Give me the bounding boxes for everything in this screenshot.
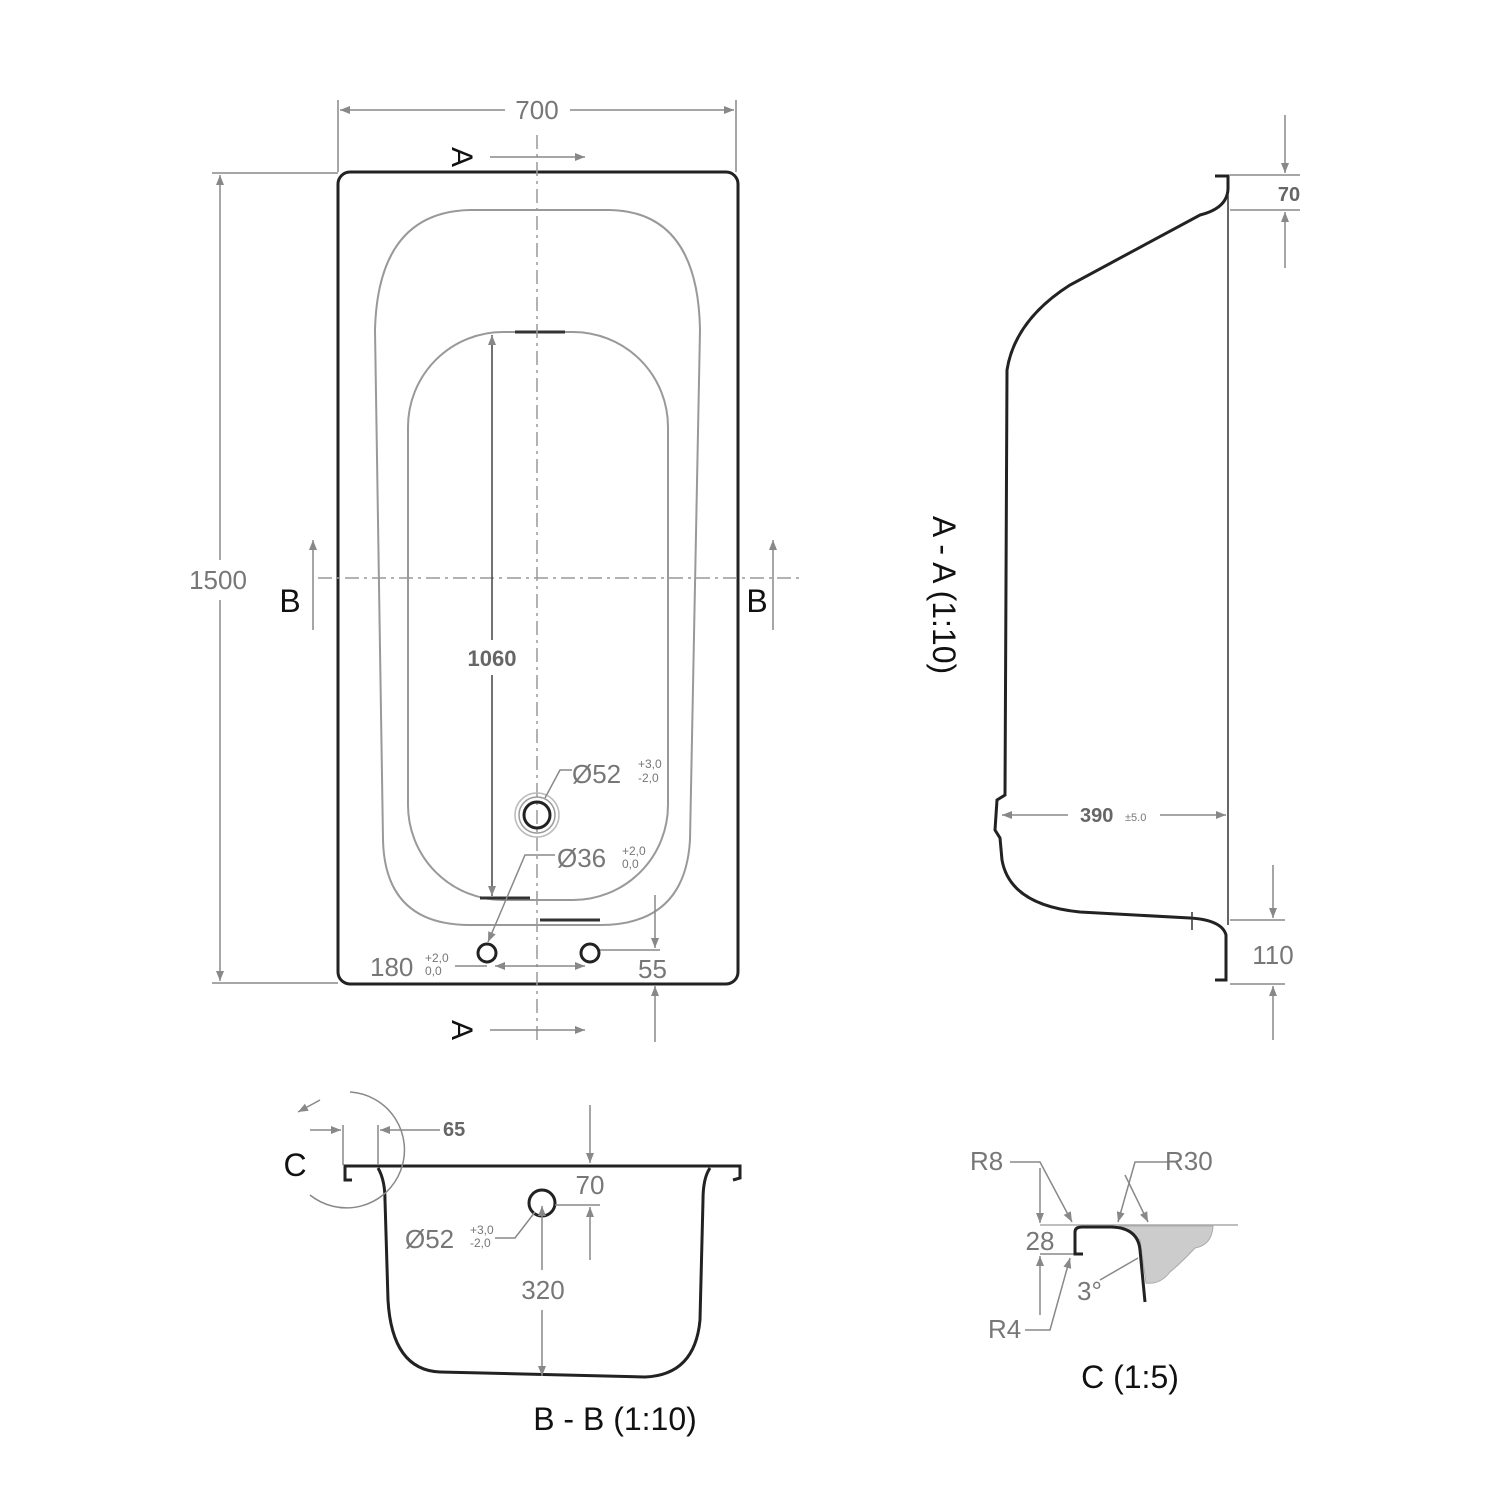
section-bb-title: B - B (1:10) (533, 1401, 697, 1437)
section-aa-title: A - A (1:10) (926, 516, 962, 674)
tap-hole-right (579, 942, 601, 964)
section-bb-profile (376, 1167, 712, 1379)
plan-view: 700 1500 A A B B 1060 Ø52 +3,0 -2,0 (189, 95, 800, 1042)
hole-spacing-tolerance-plus: +2,0 (425, 951, 449, 965)
depth-dimension: 390 (1080, 805, 1113, 827)
bb-drain-tolerance-minus: -2,0 (470, 1236, 491, 1250)
hole-tolerance-minus: 0,0 (622, 857, 639, 871)
bb-drain-tolerance-plus: +3,0 (470, 1223, 494, 1237)
hole-diameter-label: Ø36 (557, 843, 606, 873)
section-b-marker-right: B (746, 583, 767, 619)
tub-basin (407, 331, 669, 901)
rim-height-dimension: 70 (1278, 184, 1300, 206)
hole-tolerance-plus: +2,0 (622, 844, 646, 858)
detail-c-profile (1073, 1225, 1147, 1303)
bb-drain-diameter-label: Ø52 (405, 1224, 454, 1254)
drain-tolerance-minus: -2,0 (638, 771, 659, 785)
width-dimension: 700 (515, 95, 558, 125)
length-dimension: 1500 (189, 565, 247, 595)
depth-tolerance: ±5.0 (1125, 812, 1146, 824)
detail-c-callout-circle (309, 1091, 406, 1209)
rim-width-dimension: 65 (443, 1119, 465, 1141)
hole-spacing-tolerance-minus: 0,0 (425, 964, 442, 978)
section-aa: 70 390 ±5.0 110 A - A (1:10) (926, 115, 1300, 1040)
hole-spacing-label: 180 (370, 952, 413, 982)
tub-rim-inner (373, 209, 702, 926)
section-bb: 320 70 Ø52 +3,0 -2,0 65 C B - B (1:10) (283, 1091, 742, 1437)
detail-c-title: C (1:5) (1081, 1359, 1179, 1395)
drain-height-dimension: 70 (576, 1170, 605, 1200)
detail-c-angle: 3° (1077, 1276, 1102, 1306)
detail-c-r4: R4 (988, 1314, 1021, 1344)
drain-depth-dimension: 320 (521, 1275, 564, 1305)
drain-hole (514, 792, 560, 838)
section-aa-profile (993, 174, 1230, 982)
detail-c-r30: R30 (1165, 1146, 1213, 1176)
detail-c-shading (1118, 1225, 1214, 1284)
section-a-marker-top: A (445, 147, 478, 167)
section-b-marker-left: B (279, 583, 300, 619)
detail-c: R8 R30 28 R4 3° C (1:5) (970, 1146, 1238, 1395)
drain-tolerance-plus: +3,0 (638, 757, 662, 771)
inner-length-dimension: 1060 (468, 646, 517, 671)
hole-offset-label: 55 (638, 954, 667, 984)
tap-hole-left (476, 942, 498, 964)
detail-c-marker: C (283, 1147, 306, 1183)
detail-c-r8: R8 (970, 1146, 1003, 1176)
section-a-marker-bottom: A (445, 1020, 478, 1040)
foot-height-dimension: 110 (1252, 940, 1293, 970)
detail-c-lip-height: 28 (1026, 1226, 1055, 1256)
drain-diameter-label: Ø52 (572, 759, 621, 789)
